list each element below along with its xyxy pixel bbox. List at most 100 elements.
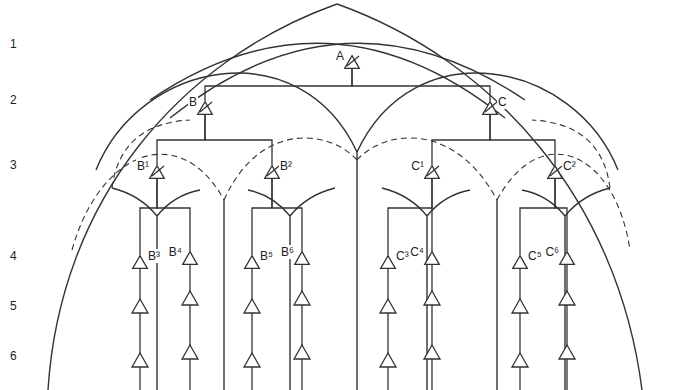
vault-rib (522, 190, 565, 216)
dashed-rib (357, 138, 497, 200)
triangle-symbol (132, 353, 148, 367)
node-label: B⁵ (259, 249, 274, 263)
vault-rib (223, 200, 224, 390)
triangle-symbol (344, 55, 360, 69)
tree-connector (352, 69, 490, 101)
vault-rib (96, 73, 357, 170)
triangle-symbol (132, 299, 148, 313)
triangle-symbol (547, 165, 563, 179)
vault-rib (565, 188, 610, 216)
row-number: 3 (10, 158, 17, 172)
dashed-rib (532, 120, 610, 188)
row-number: 6 (10, 349, 17, 363)
vault-rib (150, 43, 505, 118)
triangle-symbol (380, 353, 396, 367)
triangle-symbol (424, 251, 440, 265)
node-label: C⁴ (409, 245, 425, 259)
triangle-symbol (380, 255, 396, 269)
vault-rib (157, 190, 200, 216)
vault-rib (170, 43, 525, 118)
triangle-symbol (182, 345, 198, 359)
row-number: 1 (10, 37, 17, 51)
triangle-symbol (244, 353, 260, 367)
vault-rib (357, 73, 618, 170)
tree-connector (157, 115, 205, 165)
row-number: 2 (10, 93, 17, 107)
node-label: B⁶ (280, 245, 295, 259)
dashed-rib (497, 154, 630, 250)
tree-connector (157, 179, 190, 251)
node-label: B² (279, 159, 293, 173)
node-label: C¹ (410, 159, 425, 173)
column-line (189, 265, 190, 390)
vault-rib (356, 152, 357, 390)
station-triangle: C⁶ (559, 251, 575, 265)
node-label: C² (562, 159, 577, 173)
vault-rib (289, 216, 290, 390)
node-label: C (497, 95, 508, 109)
vault-rib (112, 188, 157, 216)
triangle-symbol (512, 353, 528, 367)
station-triangle: C⁴ (424, 251, 440, 265)
row-number: 5 (10, 299, 17, 313)
tree-connector (431, 179, 432, 251)
arch-outline (48, 4, 337, 390)
station-triangle: B⁵ (244, 255, 260, 269)
vault-rib (496, 200, 497, 390)
dashed-rib (72, 154, 224, 250)
triangle-symbol (132, 255, 148, 269)
tree-connector (140, 179, 157, 255)
triangle-symbol (294, 291, 310, 305)
tree-connector (555, 179, 567, 251)
node-label: C³ (395, 249, 410, 263)
tree-connector (272, 179, 302, 251)
station-triangle: C¹ (424, 165, 440, 179)
triangle-symbol (424, 291, 440, 305)
column-line (431, 265, 432, 390)
column-line (519, 269, 520, 390)
station-triangle: B² (264, 165, 280, 179)
node-label: B³ (147, 249, 161, 263)
triangle-symbol (182, 291, 198, 305)
node-label: B⁴ (168, 245, 183, 259)
tree-connector (388, 179, 432, 255)
station-triangle: C (482, 101, 498, 115)
dashed-rib (112, 120, 190, 188)
node-label: A (335, 49, 345, 63)
triangle-symbol (294, 345, 310, 359)
triangle-symbol (197, 101, 213, 115)
vault-rib (427, 190, 470, 216)
column-line (301, 265, 302, 390)
station-triangle: C² (547, 165, 563, 179)
triangle-symbol (182, 251, 198, 265)
station-triangle: B¹ (149, 165, 165, 179)
triangle-symbol (512, 255, 528, 269)
node-label: C⁶ (544, 245, 560, 259)
tree-connector (490, 115, 555, 165)
node-label: B (188, 95, 198, 109)
station-triangle: B³ (132, 255, 148, 269)
arch-outline (337, 4, 642, 390)
column-line (251, 269, 252, 390)
station-triangle: B⁴ (182, 251, 198, 265)
station-triangle: B (197, 101, 213, 115)
station-triangle: B⁶ (294, 251, 310, 265)
triangle-symbol (424, 165, 440, 179)
vault-rib (156, 216, 157, 390)
node-label: B¹ (136, 159, 150, 173)
triangle-symbol (294, 251, 310, 265)
tree-connector (205, 115, 272, 165)
triangle-symbol (244, 255, 260, 269)
vault-rib (290, 188, 335, 216)
dashed-rib (224, 138, 357, 200)
triangle-symbol (244, 299, 260, 313)
tree-connector (205, 69, 352, 101)
station-triangle: C³ (380, 255, 396, 269)
column-line (566, 265, 567, 390)
triangle-symbol (380, 299, 396, 313)
tree-connector (520, 179, 555, 255)
triangle-symbol (264, 165, 280, 179)
vault-rib (248, 190, 290, 216)
tree-connector (432, 115, 490, 165)
station-triangle: A (344, 55, 360, 69)
